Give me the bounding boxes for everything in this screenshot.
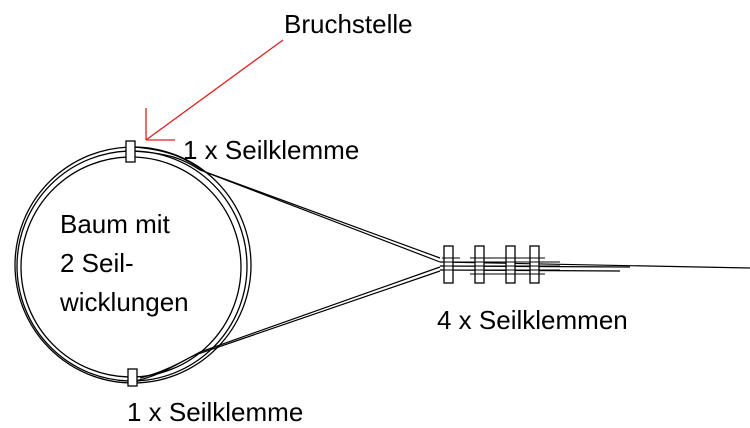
clamp-3 (505, 245, 516, 284)
rope-strand-upper-2 (132, 146, 441, 263)
top-clamp (125, 140, 136, 163)
break-point-arrow (145, 39, 284, 141)
tree-label-line-1: Baum mit (60, 209, 170, 239)
rope-strands (124, 146, 750, 382)
clamp-2 (474, 245, 485, 284)
tree-label: Baum mit 2 Seil- wicklungen (60, 205, 189, 322)
break-point-label: Bruchstelle (284, 9, 413, 39)
clamp-1 (443, 245, 454, 284)
top-clamp-label: 1 x Seilklemme (183, 135, 360, 165)
tree-label-line-3: wicklungen (60, 287, 189, 317)
clamp-4 (529, 245, 540, 284)
clamp-group (443, 245, 540, 284)
arrow-shaft (145, 39, 284, 141)
tree-label-line-2: 2 Seil- (60, 248, 134, 278)
bottom-clamp-label: 1 x Seilklemme (127, 397, 304, 427)
rope-tail-1 (439, 261, 750, 269)
four-clamps-label: 4 x Seilklemmen (437, 305, 628, 335)
bottom-clamp (127, 368, 138, 387)
rope-strand-lower-2 (134, 270, 441, 382)
clamp-crossings (440, 257, 560, 275)
rope-strand-upper (124, 150, 441, 259)
